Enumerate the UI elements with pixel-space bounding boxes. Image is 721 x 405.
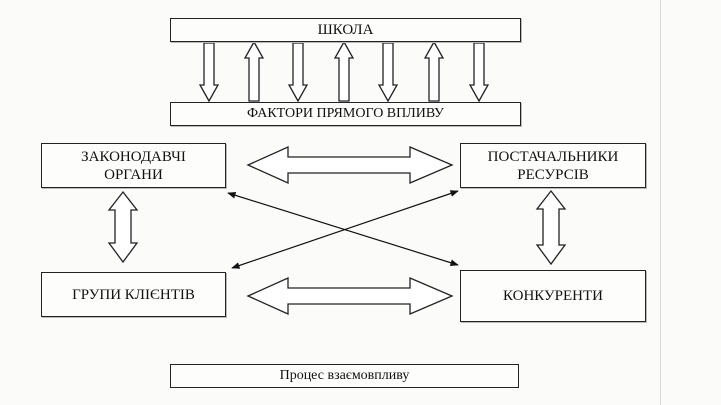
school-box: ШКОЛА <box>170 18 521 42</box>
clients-label: ГРУПИ КЛІЄНТІВ <box>72 286 195 303</box>
competitors-box: КОНКУРЕНТИ <box>460 270 646 322</box>
legislators-label: ЗАКОНОДАВЧІ ОРГАНИ <box>81 148 186 183</box>
suppliers-box: ПОСТАЧАЛЬНИКИ РЕСУРСІВ <box>460 143 646 188</box>
up-arrow-2 <box>333 40 355 102</box>
diagonal-arrow-a <box>227 192 459 266</box>
down-arrow-2 <box>287 42 309 103</box>
down-arrow-4 <box>468 42 490 103</box>
diagonal-arrow-b <box>231 190 459 269</box>
down-arrow-1 <box>198 42 220 103</box>
suppliers-label: ПОСТАЧАЛЬНИКИ РЕСУРСІВ <box>487 148 619 183</box>
competitors-label: КОНКУРЕНТИ <box>503 288 603 304</box>
double-arrow-bottom <box>246 276 454 316</box>
direct-factors-box: ФАКТОРИ ПРЯМОГО ВПЛИВУ <box>170 102 521 126</box>
caption-box: Процес взаємовпливу <box>170 364 519 388</box>
down-arrow-3 <box>377 42 399 103</box>
up-arrow-1 <box>243 40 265 102</box>
caption-label: Процес взаємовпливу <box>279 368 410 383</box>
scan-edge-line <box>660 0 661 405</box>
clients-box: ГРУПИ КЛІЄНТІВ <box>41 272 226 317</box>
double-arrow-left-vertical <box>107 190 139 264</box>
up-arrow-3 <box>423 40 445 102</box>
legislators-box: ЗАКОНОДАВЧІ ОРГАНИ <box>41 143 226 188</box>
school-label: ШКОЛА <box>317 22 374 38</box>
double-arrow-right-vertical <box>535 189 567 266</box>
double-arrow-top <box>246 145 454 185</box>
direct-factors-label: ФАКТОРИ ПРЯМОГО ВПЛИВУ <box>247 106 444 121</box>
